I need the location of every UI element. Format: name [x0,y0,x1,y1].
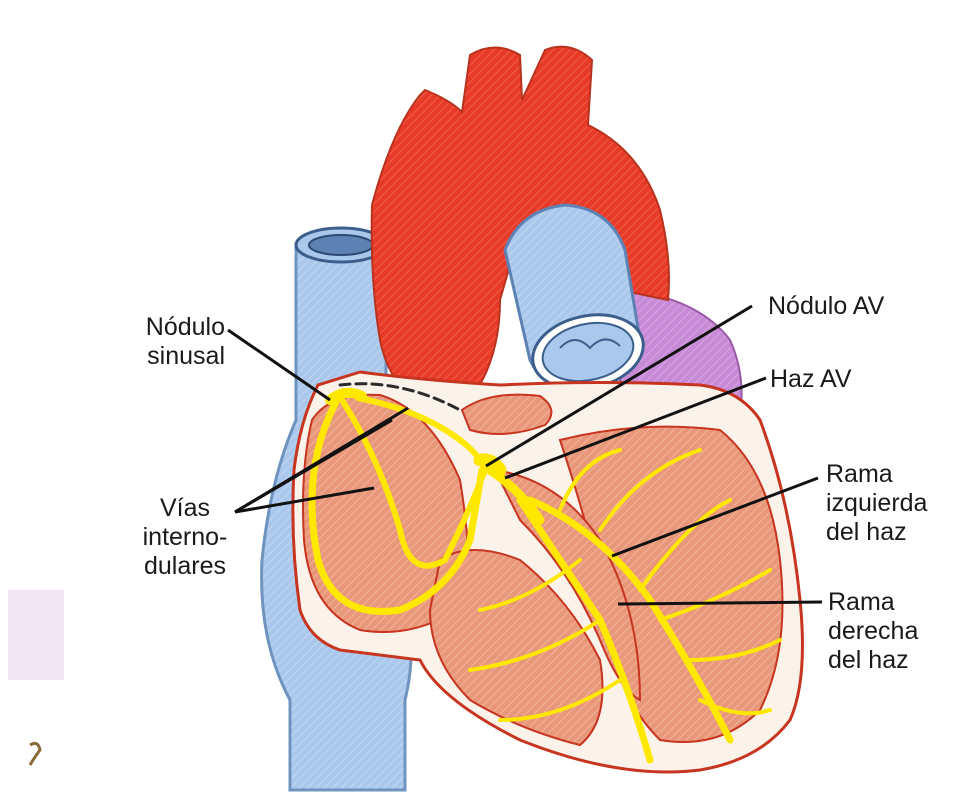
corner-mark [30,743,40,765]
label-sa-node: Nódulo sinusal [110,313,225,371]
label-right-bundle-branch: Rama derecha del haz [828,588,953,675]
label-internodal-paths: Vías interno- dulares [130,494,240,581]
label-left-bundle-branch: Rama izquierda del haz [826,460,951,547]
label-av-node: Nódulo AV [768,292,948,321]
leader-right-branch [618,602,822,604]
label-av-bundle: Haz AV [770,365,950,394]
